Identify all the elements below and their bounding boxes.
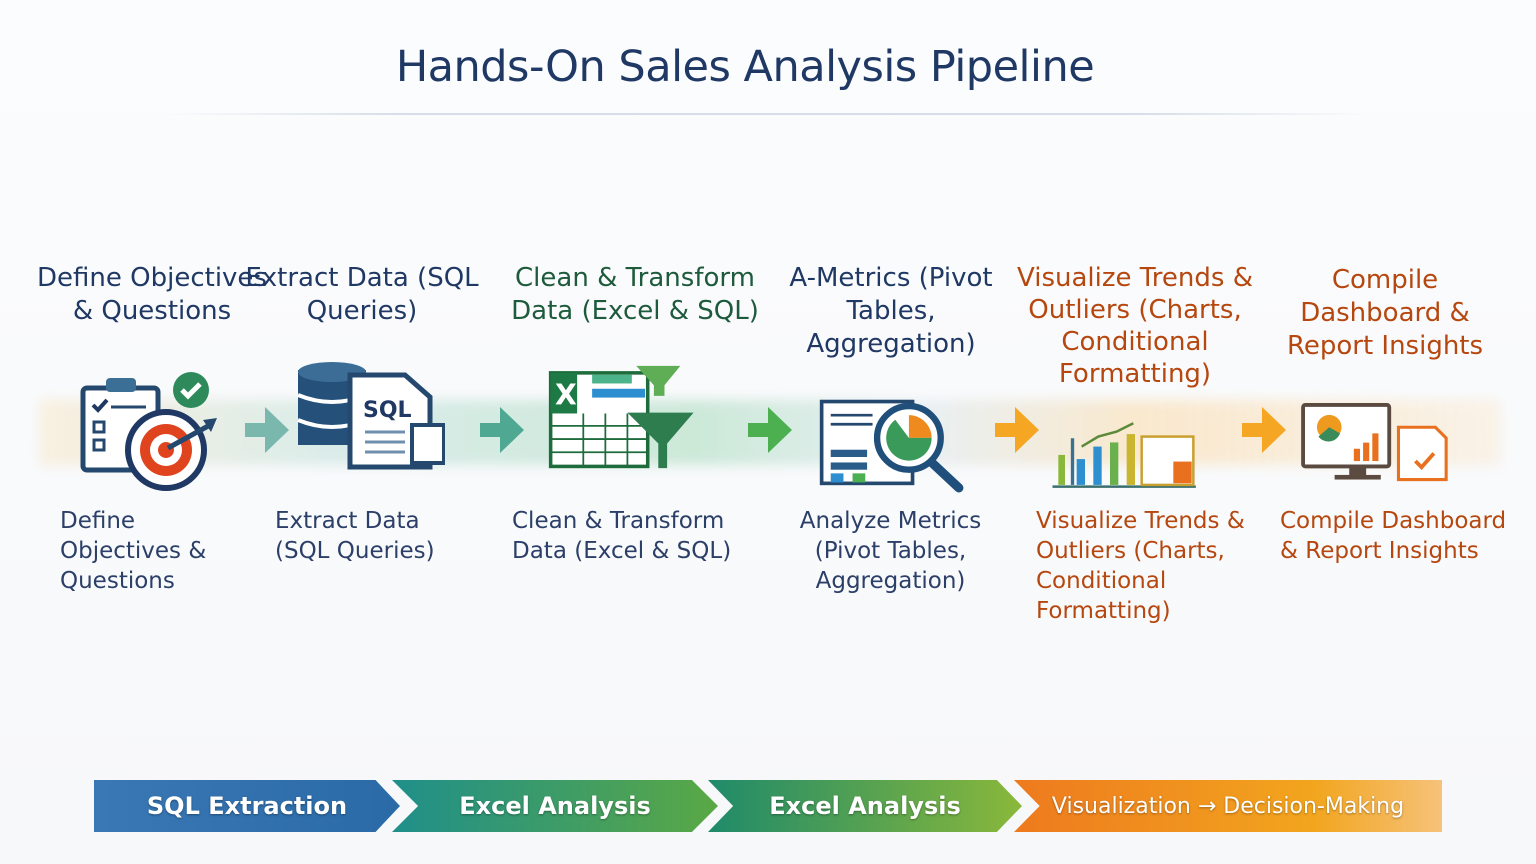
step-5-bottom-label: Visualize Trends & Outliers (Charts, Con… <box>1036 508 1245 624</box>
step-6-bottom-label: Compile Dashboard & Report Insights <box>1280 508 1507 564</box>
arrow-right-icon <box>1242 407 1286 453</box>
phase-excel-analysis-1: Excel Analysis <box>392 780 718 832</box>
step-6-top-label: Compile Dashboard & Report Insights <box>1286 265 1484 361</box>
arrow-right-icon <box>245 407 289 453</box>
page-title: Hands-On Sales Analysis Pipeline <box>395 42 1095 92</box>
step-3-bottom-label: Clean & Transform Data (Excel & SQL) <box>512 508 732 564</box>
excel-icon-text: X <box>555 379 577 412</box>
step-1-top-label: Define Objectives & Questions <box>37 263 267 326</box>
step-3-top-label: Clean & Transform Data (Excel & SQL) <box>511 263 759 326</box>
excel-filter-icon: X <box>548 365 694 469</box>
arrow-right-icon <box>995 407 1039 453</box>
database-sql-icon: SQL <box>297 362 445 470</box>
step-5-top-label: Visualize Trends & Outliers (Charts, Con… <box>1017 263 1253 389</box>
step-4-top-label: A-Metrics (Pivot Tables, Aggregation) <box>789 263 993 359</box>
dashboard-monitor-icon <box>1301 403 1448 482</box>
magnifier-report-icon <box>819 399 964 493</box>
sql-icon-text: SQL <box>363 398 412 423</box>
step-2-bottom-label: Extract Data (SQL Queries) <box>275 508 435 564</box>
clipboard-target-icon <box>80 372 217 491</box>
phase-visualization-decision: Visualization → Decision-Making <box>1014 780 1442 832</box>
bar-chart-icon <box>1052 422 1196 488</box>
step-1-bottom-label: Define Objectives & Questions <box>60 508 207 594</box>
arrow-right-icon <box>748 407 792 453</box>
title-divider <box>165 113 1372 115</box>
phase-excel-analysis-2: Excel Analysis <box>708 780 1022 832</box>
step-4-bottom-label: Analyze Metrics (Pivot Tables, Aggregati… <box>799 508 982 594</box>
step-2-top-label: Extract Data (SQL Queries) <box>245 263 479 326</box>
phase-sql-extraction: SQL Extraction <box>94 780 400 832</box>
arrow-right-icon <box>480 407 524 453</box>
